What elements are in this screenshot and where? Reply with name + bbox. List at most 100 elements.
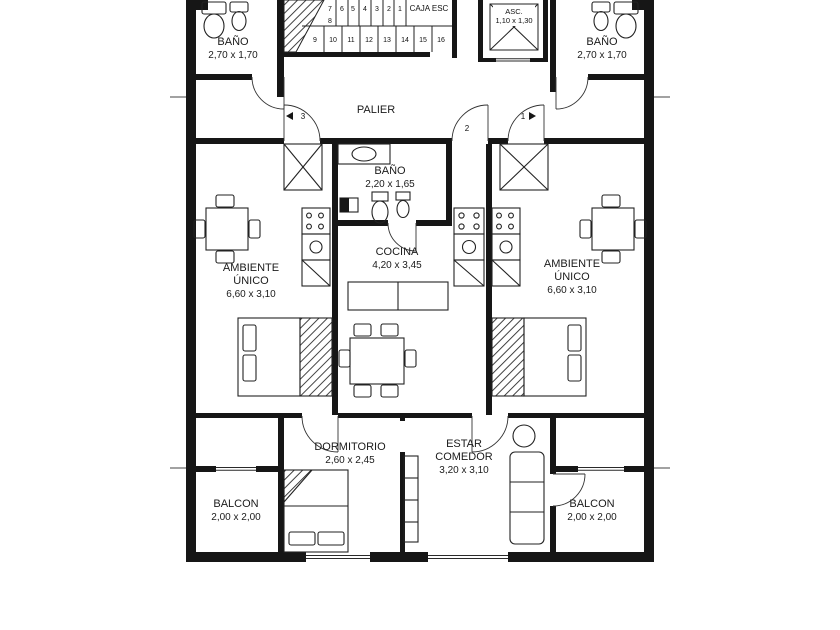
room-label-estar-comedor: ESTAR COMEDOR 3,20 x 3,10 <box>435 438 492 477</box>
bed-right <box>491 317 587 397</box>
door-bath-right <box>555 76 589 110</box>
sofa <box>509 451 545 545</box>
room-label-asc: ASC. <box>505 7 523 16</box>
bathroom-fixtures-top-right <box>591 1 639 39</box>
windows <box>216 58 624 562</box>
door-arcs <box>251 76 589 507</box>
dimension-ticks <box>170 96 670 469</box>
pillow <box>317 531 345 546</box>
room-name: ESTAR <box>446 438 482 450</box>
stair-step-6: 6 <box>340 6 344 13</box>
dining-table-left <box>193 194 261 264</box>
kitchenette-left <box>301 207 331 287</box>
stair-step-15: 15 <box>419 37 427 44</box>
room-name: BAÑO <box>586 36 618 48</box>
dining-table-center <box>338 323 417 398</box>
door-bath-center <box>387 222 417 252</box>
room-dims: 2,70 x 1,70 <box>577 50 627 61</box>
kitchen-sink-icon <box>491 233 521 261</box>
stair-step-13: 13 <box>383 37 391 44</box>
entry-closet-right <box>499 143 549 191</box>
door-unit-1 <box>507 104 545 142</box>
outer-wall-right <box>644 0 654 562</box>
toilet-icon <box>371 191 389 202</box>
living-room-furniture <box>403 424 545 545</box>
door-unit-3 <box>283 104 321 142</box>
outer-wall-left <box>186 0 196 562</box>
stair-step-5: 5 <box>351 6 355 13</box>
vanity-counter <box>337 143 391 165</box>
stair-numbers: 7 6 5 4 3 2 1 8 9 10 11 12 13 14 15 16 C… <box>313 4 449 44</box>
room-label-cocina: COCINA 4,20 x 3,45 <box>372 246 421 272</box>
stairs <box>283 0 452 53</box>
entry-closets <box>283 143 549 191</box>
elevator <box>489 3 539 51</box>
door-number-3: 3 <box>301 112 306 121</box>
shelf <box>403 455 419 543</box>
bed-left <box>237 317 333 397</box>
stove-icon <box>301 207 331 235</box>
arrow-left-icon <box>286 112 293 120</box>
room-dims: 6,60 x 3,10 <box>226 289 276 300</box>
wardrobe-left <box>299 317 333 397</box>
room-name: AMBIENTE <box>222 262 280 274</box>
room-dims: 2,60 x 2,45 <box>325 455 375 466</box>
pillow <box>242 324 257 352</box>
room-name: BALCON <box>569 498 615 510</box>
fridge-icon <box>491 259 521 287</box>
stair-step-12: 12 <box>365 37 373 44</box>
bidet-icon <box>395 191 411 201</box>
room-name: COCINA <box>375 246 419 258</box>
door-unit-2 <box>451 104 489 142</box>
room-label-bano-top-right: BAÑO 2,70 x 1,70 <box>577 36 626 62</box>
room-name: BAÑO <box>374 165 406 177</box>
room-name: AMBIENTE <box>543 258 601 270</box>
room-label-caja-esc: CAJA ESC <box>410 4 449 13</box>
room-dims: 2,00 x 2,00 <box>211 512 261 523</box>
door-number-1: 1 <box>521 112 526 121</box>
room-dims: 2,00 x 2,00 <box>567 512 617 523</box>
stair-step-1: 1 <box>398 6 402 13</box>
pillow <box>567 354 582 382</box>
door-bath-left <box>251 76 285 110</box>
stair-step-4: 4 <box>363 6 367 13</box>
pillow <box>567 324 582 352</box>
bathroom-fixtures-top-left <box>201 1 249 39</box>
room-label-balcon-izq: BALCON 2,00 x 2,00 <box>211 498 260 524</box>
kitchen-sink-icon <box>453 233 485 261</box>
bidet-icon <box>229 1 249 13</box>
arrow-right-icon <box>529 112 536 120</box>
kitchen-sink-icon <box>301 233 331 261</box>
sink-icon <box>351 146 377 162</box>
room-name: BAÑO <box>217 36 249 48</box>
stair-step-7: 7 <box>328 6 332 13</box>
stove-icon <box>491 207 521 235</box>
kitchenette-right <box>491 207 521 287</box>
room-name2: COMEDOR <box>435 451 493 463</box>
fridge-icon <box>453 259 485 287</box>
room-dims-asc: 1,10 x 1,30 <box>495 16 532 25</box>
bidet-icon <box>591 1 611 13</box>
room-name: DORMITORIO <box>314 441 386 453</box>
blanket-fold <box>283 469 314 504</box>
stove-icon <box>453 207 485 235</box>
entry-closet-left <box>283 143 323 191</box>
stair-step-16: 16 <box>437 37 445 44</box>
stair-step-10: 10 <box>329 37 337 44</box>
room-name2: ÚNICO <box>233 275 269 287</box>
room-label-ambiente-der: AMBIENTE ÚNICO 6,60 x 3,10 <box>544 258 600 297</box>
door-dormitorio <box>301 415 339 453</box>
room-label-balcon-der: BALCON 2,00 x 2,00 <box>567 498 616 524</box>
stair-step-14: 14 <box>401 37 409 44</box>
stair-step-3: 3 <box>375 6 379 13</box>
room-dims: 3,20 x 3,10 <box>439 465 489 476</box>
unit-door-numbers: 3 2 1 <box>286 112 536 133</box>
room-label-palier: PALIER <box>357 104 395 117</box>
room-dims: 2,70 x 1,70 <box>208 50 258 61</box>
room-dims: 4,20 x 3,45 <box>372 260 422 271</box>
coffee-table <box>512 424 536 448</box>
bed-dormitorio <box>283 469 349 553</box>
room-label-bano-centro: BAÑO 2,20 x 1,65 <box>365 165 414 191</box>
